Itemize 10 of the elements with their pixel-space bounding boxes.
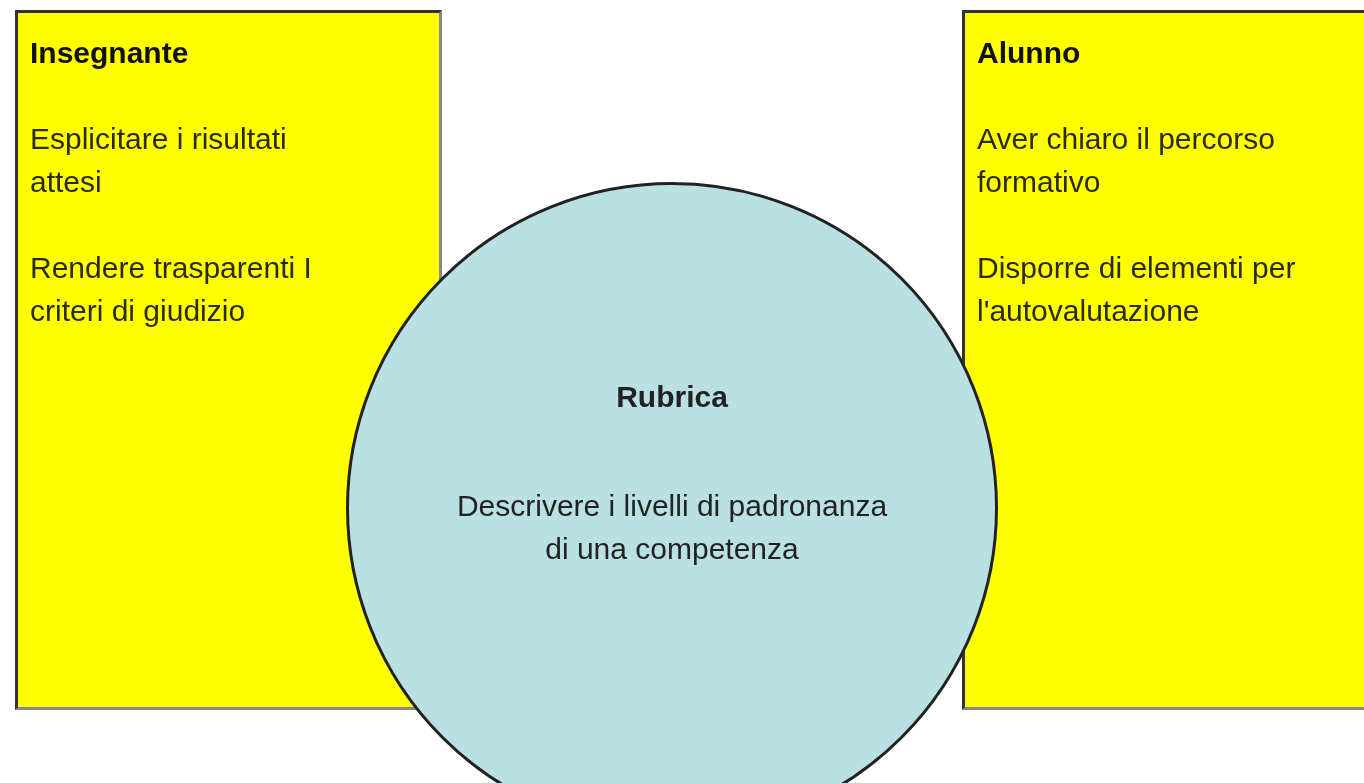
node-heading: Insegnante xyxy=(30,35,190,71)
node-text: Rendere trasparenti I criteri di giudizio xyxy=(30,250,313,329)
role-box xyxy=(962,10,1364,710)
node-text: Descrivere i livelli di padronanza di una competenza xyxy=(455,488,889,567)
node-text: Esplicitare i risultati attesi xyxy=(30,121,288,200)
role-box xyxy=(15,10,442,710)
node-heading: Alunno xyxy=(977,35,1082,71)
node-heading: Rubrica xyxy=(616,379,728,415)
node-text: Disporre di elementi per l'autovalutazione xyxy=(977,250,1297,329)
node-text: Aver chiaro il percorso formativo xyxy=(977,121,1276,200)
